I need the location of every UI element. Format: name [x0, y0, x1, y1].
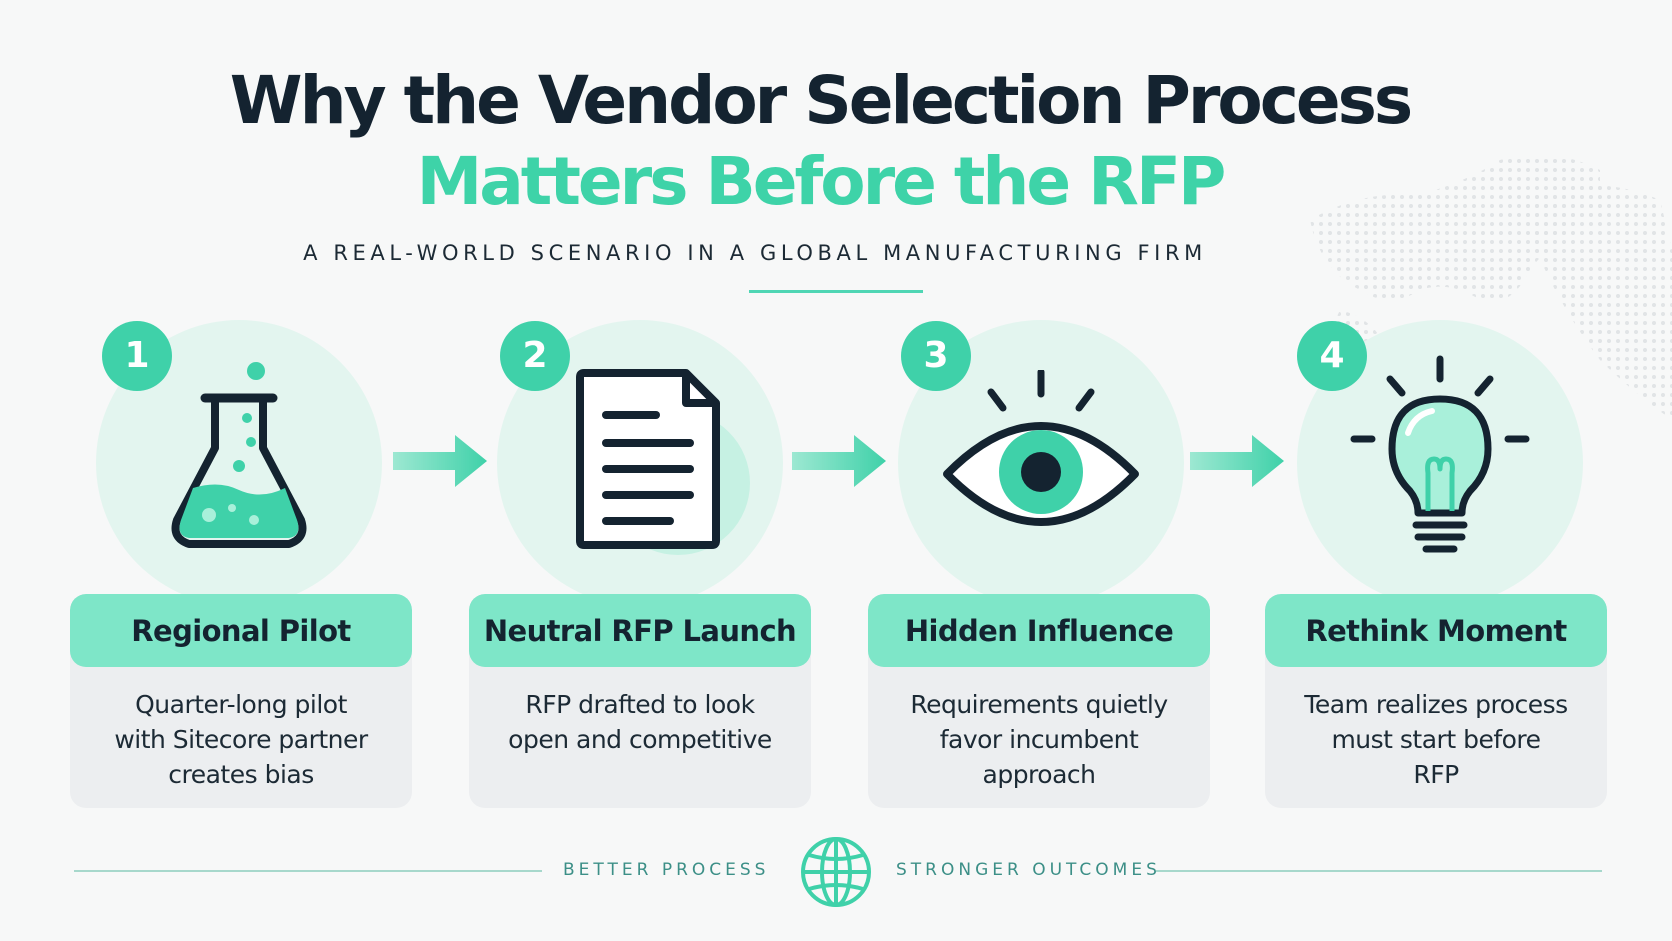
step-3-description: Requirements quietly favor incumbent app…	[868, 667, 1210, 792]
footer-left-text: BETTER PROCESS	[563, 860, 770, 880]
step-3-number-badge: 3	[901, 321, 971, 391]
step-1-number-badge: 1	[102, 321, 172, 391]
step-1-description-line: with Sitecore partner	[114, 725, 368, 754]
footer-right-text: STRONGER OUTCOMES	[896, 860, 1161, 880]
arrow-right-icon	[1190, 435, 1284, 487]
step-2-number-badge: 2	[500, 321, 570, 391]
step-2-description: RFP drafted to look open and competitive	[469, 667, 811, 757]
step-2-description-line: open and competitive	[508, 725, 772, 754]
title-divider	[749, 290, 923, 293]
lightbulb-icon	[1350, 355, 1530, 553]
step-4-title: Rethink Moment	[1265, 594, 1607, 667]
step-1-description-line: Quarter-long pilot	[135, 690, 347, 719]
step-3-description-line: Requirements quietly	[910, 690, 1168, 719]
subtitle: A REAL-WORLD SCENARIO IN A GLOBAL MANUFA…	[303, 241, 1207, 265]
step-4-card: Rethink Moment Team realizes process mus…	[1265, 594, 1607, 808]
step-4-description: Team realizes process must start before …	[1265, 667, 1607, 792]
document-icon	[576, 369, 750, 555]
step-3-title: Hidden Influence	[868, 594, 1210, 667]
footer-divider-right	[1156, 870, 1602, 872]
step-3-description-line: favor incumbent	[939, 725, 1139, 754]
step-2-description-line: RFP drafted to look	[525, 690, 755, 719]
step-1-description-line: creates bias	[168, 760, 314, 789]
step-4-number-badge: 4	[1297, 321, 1367, 391]
step-2-card: Neutral RFP Launch RFP drafted to look o…	[469, 594, 811, 808]
arrow-right-icon	[393, 435, 487, 487]
globe-icon	[801, 837, 871, 907]
step-4-description-line: RFP	[1413, 760, 1459, 789]
step-1-card: Regional Pilot Quarter-long pilot with S…	[70, 594, 412, 808]
step-1-description: Quarter-long pilot with Sitecore partner…	[70, 667, 412, 792]
footer-divider-left	[74, 870, 542, 872]
eye-icon	[943, 370, 1139, 526]
flask-icon	[171, 362, 307, 548]
step-4-description-line: Team realizes process	[1304, 690, 1568, 719]
step-2-title: Neutral RFP Launch	[469, 594, 811, 667]
title-line-1: Why the Vendor Selection Process	[229, 62, 1413, 139]
step-1-title: Regional Pilot	[70, 594, 412, 667]
step-3-description-line: approach	[982, 760, 1097, 789]
title-line-2: Matters Before the RFP	[416, 143, 1227, 220]
step-3-card: Hidden Influence Requirements quietly fa…	[868, 594, 1210, 808]
step-4-description-line: must start before	[1331, 725, 1541, 754]
arrow-right-icon	[792, 435, 886, 487]
